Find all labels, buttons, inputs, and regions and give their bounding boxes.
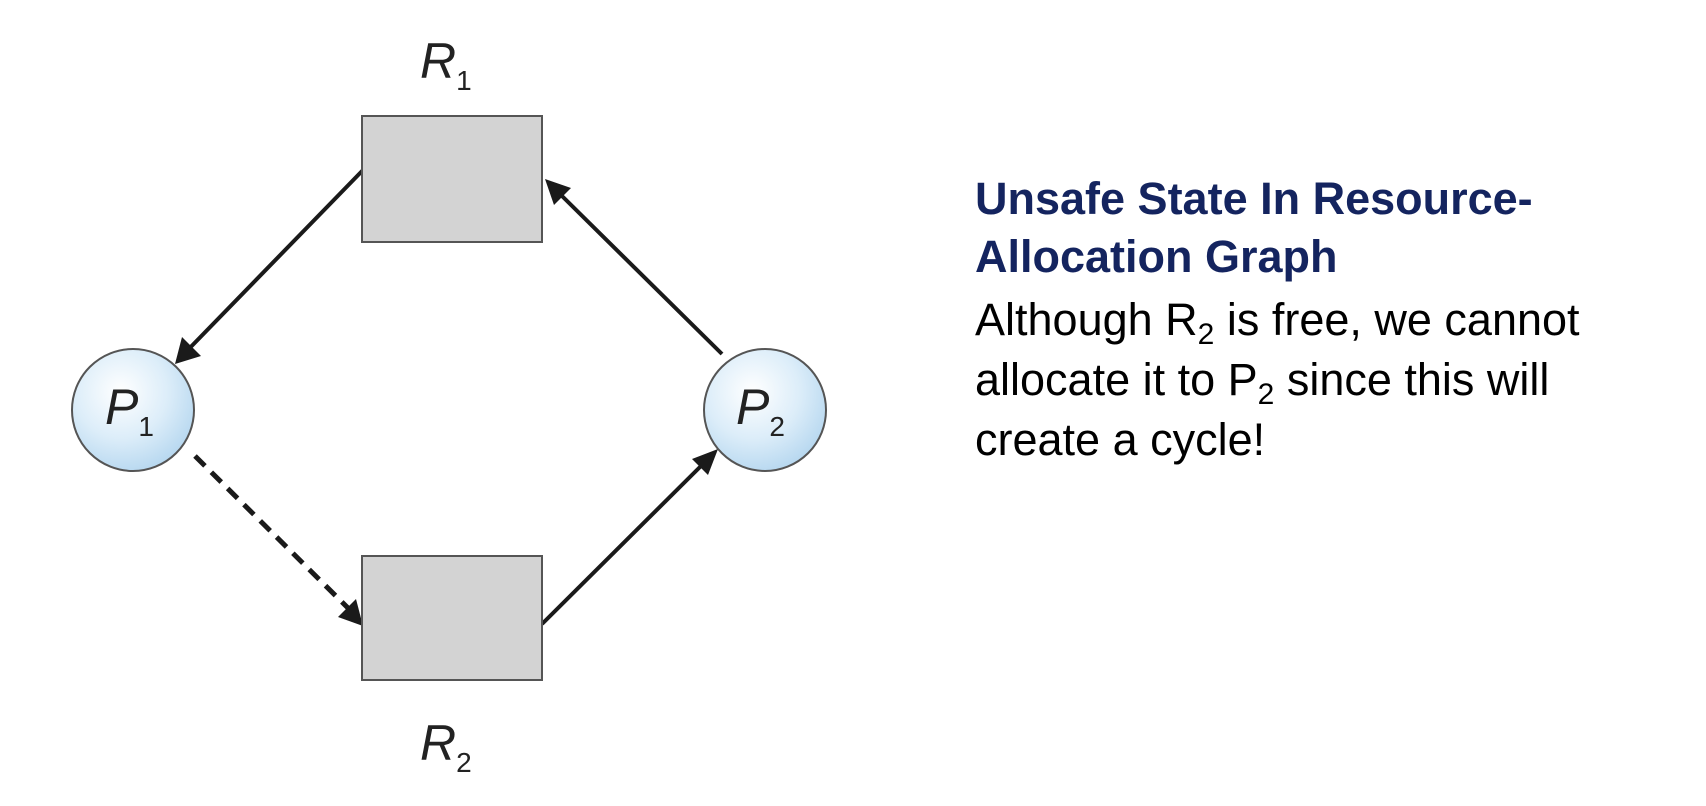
- line-3: create a cycle!: [975, 414, 1266, 465]
- line-1: Although R2 is free, we cannot: [975, 294, 1580, 351]
- process-p2: [703, 348, 827, 472]
- edge-p1-to-r2-claim: [193, 454, 354, 614]
- arrowhead-p1: [175, 337, 201, 364]
- explanation-panel: Unsafe State In Resource-Allocation Grap…: [975, 170, 1675, 470]
- slide-title: Unsafe State In Resource-Allocation Grap…: [975, 173, 1533, 282]
- line-2: allocate it to P2 since this will: [975, 354, 1550, 411]
- edge-r2-to-p2: [540, 462, 705, 626]
- process-p1-label: P1: [105, 379, 154, 442]
- resource-allocation-graph: R1 R2 P1 P2: [71, 33, 827, 778]
- arrowhead-r2: [338, 599, 363, 626]
- resource-r1: [361, 115, 543, 243]
- process-p1: [71, 348, 195, 472]
- explanation-text: Although R2 is free, we cannot allocate …: [975, 290, 1675, 470]
- edge-p2-to-r1: [560, 194, 724, 356]
- arrowhead-r1: [545, 179, 571, 205]
- edge-r1-to-p1: [178, 166, 367, 360]
- process-p2-label: P2: [736, 379, 785, 442]
- arrowhead-p2: [692, 449, 718, 475]
- resource-r2: [361, 555, 543, 681]
- resource-r1-label: R1: [420, 33, 472, 96]
- resource-r2-label: R2: [420, 715, 472, 778]
